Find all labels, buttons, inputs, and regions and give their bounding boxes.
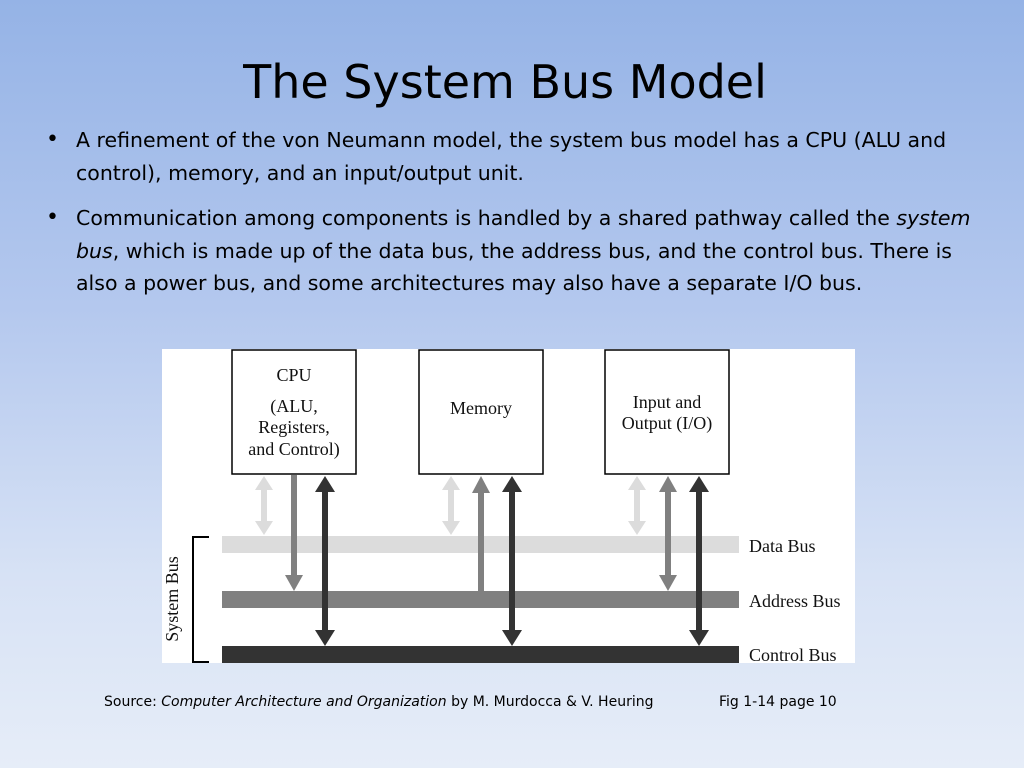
cpu-label: CPU bbox=[276, 365, 311, 385]
bullet-text: Communication among components is handle… bbox=[76, 206, 897, 230]
bullet-item: Communication among components is handle… bbox=[46, 202, 976, 300]
memory-data-arrow bbox=[442, 476, 460, 535]
memory-box bbox=[418, 349, 544, 475]
bullet-text: A refinement of the von Neumann model, t… bbox=[76, 128, 947, 185]
io-data-arrow bbox=[628, 476, 646, 535]
book-title: Computer Architecture and Organization bbox=[161, 694, 447, 710]
cpu-address-arrow bbox=[285, 475, 303, 591]
memory-label: Memory bbox=[450, 398, 512, 418]
book-authors: by M. Murdocca & V. Heuring bbox=[446, 694, 654, 710]
data-bus-label: Data Bus bbox=[749, 536, 816, 556]
cpu-data-arrow bbox=[255, 476, 273, 535]
source-citation: Source: Computer Architecture and Organi… bbox=[104, 694, 653, 710]
address-bus-bar bbox=[222, 591, 739, 608]
slide-title: The System Bus Model bbox=[243, 55, 767, 109]
memory-address-arrow bbox=[472, 476, 490, 591]
bullet-item: A refinement of the von Neumann model, t… bbox=[46, 124, 976, 189]
control-bus-bar bbox=[222, 646, 739, 663]
cpu-label: (ALU, bbox=[270, 396, 318, 417]
io-control-arrow bbox=[689, 476, 709, 646]
cpu-label: Registers, bbox=[258, 417, 330, 437]
control-bus-label: Control Bus bbox=[749, 645, 837, 663]
system-bus-bracket bbox=[192, 536, 209, 663]
cpu-label: and Control) bbox=[248, 439, 340, 460]
bullet-text: , which is made up of the data bus, the … bbox=[76, 238, 952, 296]
io-address-arrow bbox=[659, 476, 677, 591]
io-label: Input and bbox=[633, 392, 701, 412]
diagram-svg: CPU (ALU, Registers, and Control) Memory… bbox=[162, 349, 841, 663]
io-box bbox=[604, 349, 730, 475]
system-bus-diagram: CPU (ALU, Registers, and Control) Memory… bbox=[162, 349, 855, 663]
bullet-emphasis: system bus bbox=[76, 206, 971, 263]
source-prefix: Source: bbox=[104, 694, 162, 710]
memory-control-arrow bbox=[502, 476, 522, 646]
io-label: Output (I/O) bbox=[622, 413, 712, 434]
address-bus-label: Address Bus bbox=[749, 591, 841, 611]
cpu-box bbox=[231, 349, 357, 475]
figure-reference: Fig 1-14 page 10 bbox=[719, 694, 837, 710]
system-bus-label: System Bus bbox=[162, 556, 182, 642]
bullet-list: A refinement of the von Neumann model, t… bbox=[46, 124, 976, 313]
cpu-control-arrow bbox=[315, 476, 335, 646]
